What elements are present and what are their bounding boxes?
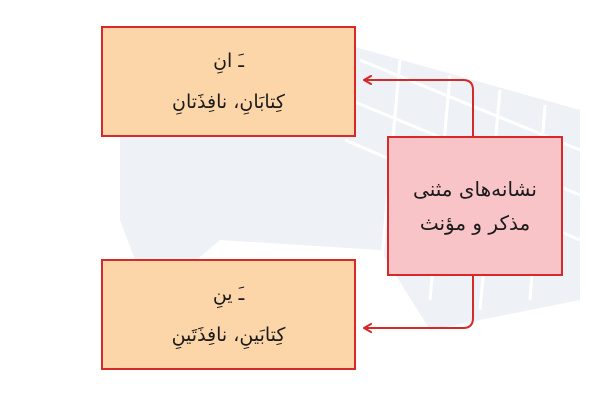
arrow-to-top-box — [363, 75, 474, 136]
arrow-to-bottom-box — [363, 276, 474, 333]
dual-markers-title: نشانه‌های مثنی — [413, 177, 537, 201]
dual-markers-subtitle: مذکر و مؤنث — [419, 211, 531, 235]
examples-ani: کِتابَانِ، نافِذَتانِ — [172, 90, 285, 113]
suffix-ani: ـَ انِ — [213, 50, 244, 73]
examples-ayni: کِتابَینِ، نافِذَتَینِ — [171, 323, 286, 346]
dual-suffix-ani-box: ـَ انِ کِتابَانِ، نافِذَتانِ — [101, 26, 356, 137]
dual-markers-box: نشانه‌های مثنی مذکر و مؤنث — [387, 136, 563, 276]
dual-suffix-ayni-box: ـَ ینِ کِتابَینِ، نافِذَتَینِ — [101, 259, 356, 370]
suffix-ayni: ـَ ینِ — [212, 283, 245, 306]
